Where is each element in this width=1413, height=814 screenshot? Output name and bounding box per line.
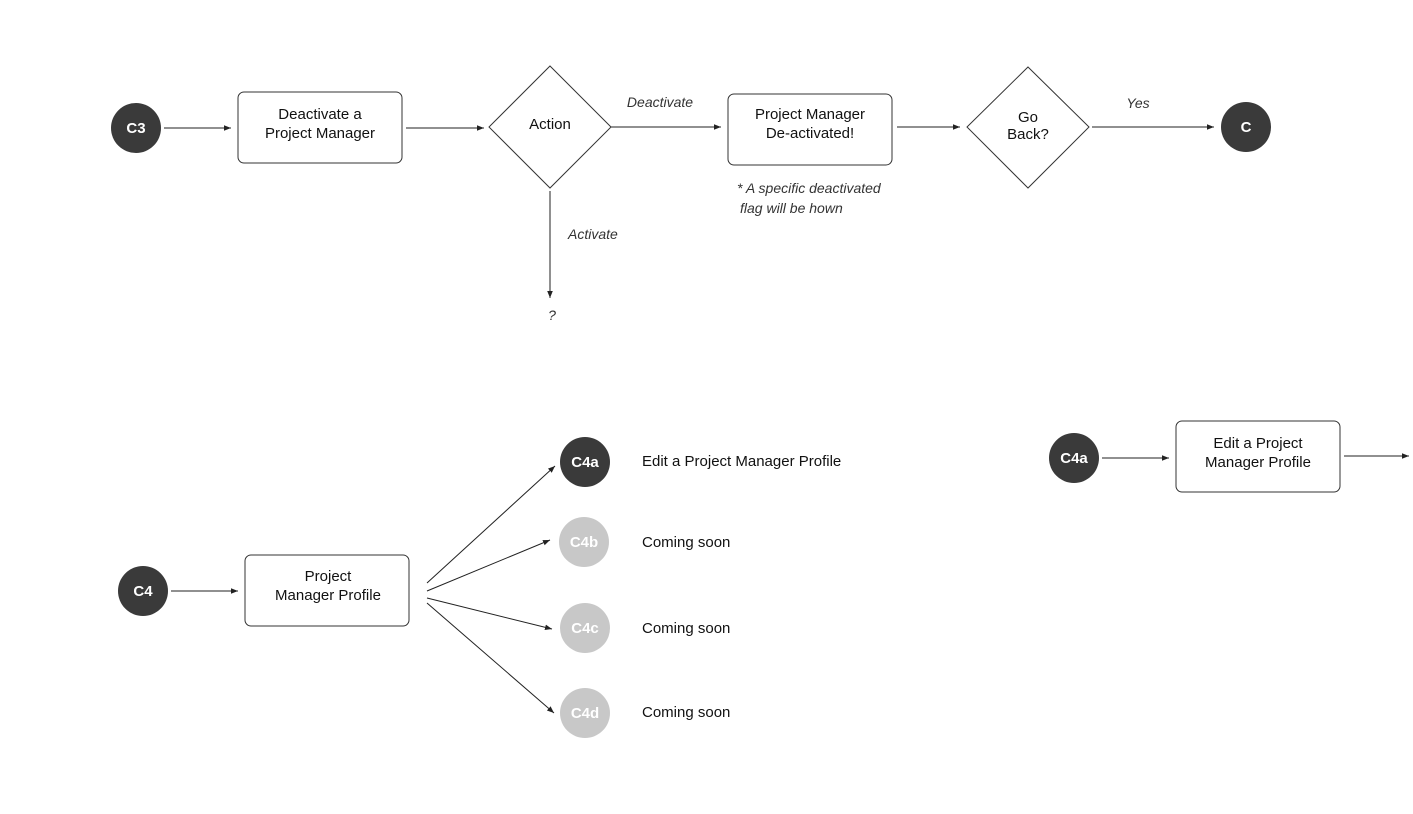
unknown-outcome-label: ? [548,307,556,323]
box-edit-pm-profile-line1: Edit a Project [1213,435,1303,452]
edge-label-deactivate: Deactivate [627,94,693,110]
node-c-circle [1221,102,1271,152]
option-c4b-text: Coming soon [642,534,730,551]
node-c4-label: C4 [133,583,153,600]
diamond-go-back [966,66,1090,189]
node-c4b-circle [559,517,609,567]
note-deactivated-flag-line1: * A specific deactivated [737,180,882,196]
diamond-go-back-line2: Back? [1007,126,1049,143]
box-edit-pm-profile [1175,420,1341,493]
box-pm-deactivated-line1: Project Manager [755,106,865,123]
note-deactivated-flag-line2: flag will be hown [740,200,843,216]
box-deactivate-pm-line1: Deactivate a [278,106,362,123]
diamond-action [488,65,612,189]
box-pm-profile-line2: Manager Profile [275,587,381,604]
node-c3-label: C3 [126,120,145,137]
node-c4a-circle [560,437,610,487]
edge-profile-to-c4b [426,539,551,592]
edge-label-yes: Yes [1126,95,1149,111]
node-c3-circle [111,103,161,153]
box-pm-deactivated-line2: De-activated! [766,125,854,142]
option-c4c-text: Coming soon [642,620,730,637]
node-c4c-circle [560,603,610,653]
box-pm-profile-line1: Project [305,568,353,585]
node-c4-circle [118,566,168,616]
node-c4d-circle [560,688,610,738]
node-c-label: C [1241,119,1252,136]
edge-profile-to-c4d [426,602,555,714]
box-pm-profile [244,554,410,627]
box-deactivate-pm-line2: Project Manager [265,125,375,142]
option-c4d-text: Coming soon [642,704,730,721]
box-edit-pm-profile-line2: Manager Profile [1205,454,1311,471]
edge-label-activate: Activate [567,226,618,242]
edge-profile-to-c4c [426,597,553,631]
diamond-action-label: Action [529,116,571,133]
node-c4a-label: C4a [571,454,599,471]
flow-c3: C3 Deactivate a Project Manager Action D… [111,65,1271,323]
flow-c4a: C4a Edit a Project Manager Profile [1049,420,1409,493]
node-c4d-label: C4d [571,705,599,722]
box-pm-deactivated [727,93,893,166]
box-deactivate-pm [237,91,403,164]
node-c4b-label: C4b [570,534,598,551]
diamond-go-back-line1: Go [1018,109,1038,126]
flow-c4: C4 Project Manager Profile C4a Edit a Pr… [118,437,841,738]
node-c4c-label: C4c [571,620,599,637]
node-c4a-start-circle [1049,433,1099,483]
option-c4a-text: Edit a Project Manager Profile [642,453,841,470]
edge-profile-to-c4a [426,465,556,584]
node-c4a-start-label: C4a [1060,450,1088,467]
